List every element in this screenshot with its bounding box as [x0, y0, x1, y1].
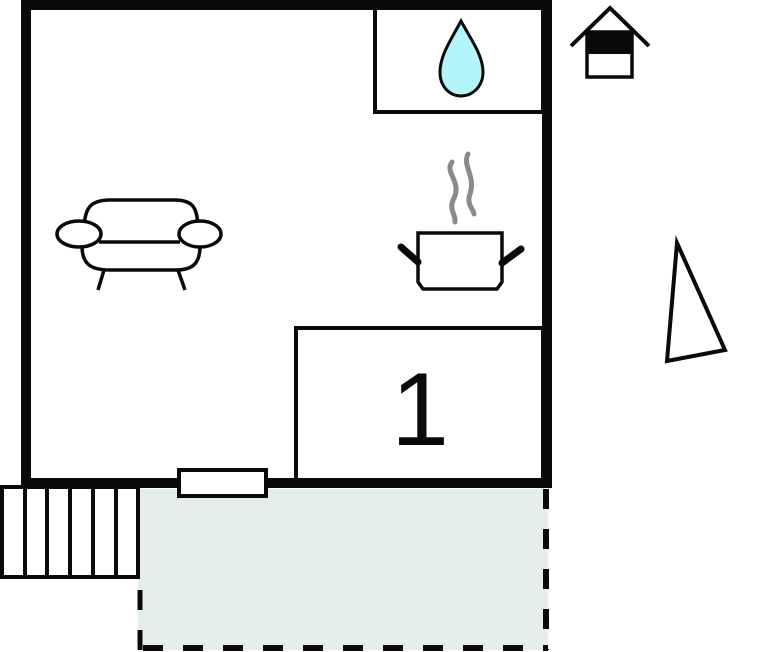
- water-drop-icon: [438, 17, 485, 98]
- terrace: [137, 489, 549, 651]
- entrance-steps: [0, 485, 140, 579]
- bedroom-walls: [294, 326, 545, 482]
- cooking-pot-icon: [397, 151, 525, 291]
- house-icon: [569, 5, 651, 79]
- sofa-icon: [55, 198, 223, 291]
- north-arrow-icon: [664, 235, 728, 364]
- window: [177, 468, 268, 498]
- outer-wall: [21, 0, 552, 488]
- bedroom-number-label: 1: [391, 352, 449, 468]
